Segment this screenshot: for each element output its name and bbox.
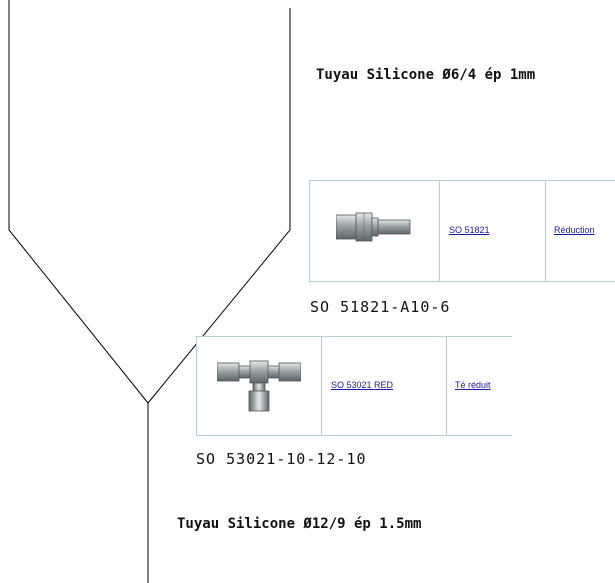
reducer-part-code: SO 51821-A10-6: [310, 298, 451, 316]
reducer-type-link[interactable]: Réduction: [554, 225, 595, 235]
reducer-reference-link[interactable]: SO 51821: [449, 225, 490, 235]
top-left-branch-line: [8, 0, 149, 404]
straight-reducer-fitting-icon: [336, 212, 411, 242]
tee-fitting-row: SO 53021 RED Té réduit: [196, 336, 512, 436]
reducer-reference-cell: SO 51821: [439, 181, 546, 281]
reducer-image-cell: [310, 181, 440, 281]
tee-reference-cell: SO 53021 RED: [321, 337, 447, 435]
hose-bottom-label: Tuyau Silicone Ø12/9 ép 1.5mm: [177, 516, 422, 532]
tee-type-link[interactable]: Té réduit: [455, 380, 491, 390]
tee-part-code: SO 53021-10-12-10: [196, 450, 367, 468]
top-right-branch-line: [147, 8, 291, 404]
reducer-type-cell: Réduction: [545, 181, 615, 281]
tee-type-cell: Té réduit: [446, 337, 512, 435]
hose-top-label: Tuyau Silicone Ø6/4 ép 1mm: [316, 67, 536, 83]
tee-reference-link[interactable]: SO 53021 RED: [331, 380, 394, 390]
tee-image-cell: [197, 337, 322, 435]
reducing-tee-fitting-icon: [217, 360, 301, 412]
reducer-fitting-row: SO 51821 Réduction: [309, 180, 615, 282]
